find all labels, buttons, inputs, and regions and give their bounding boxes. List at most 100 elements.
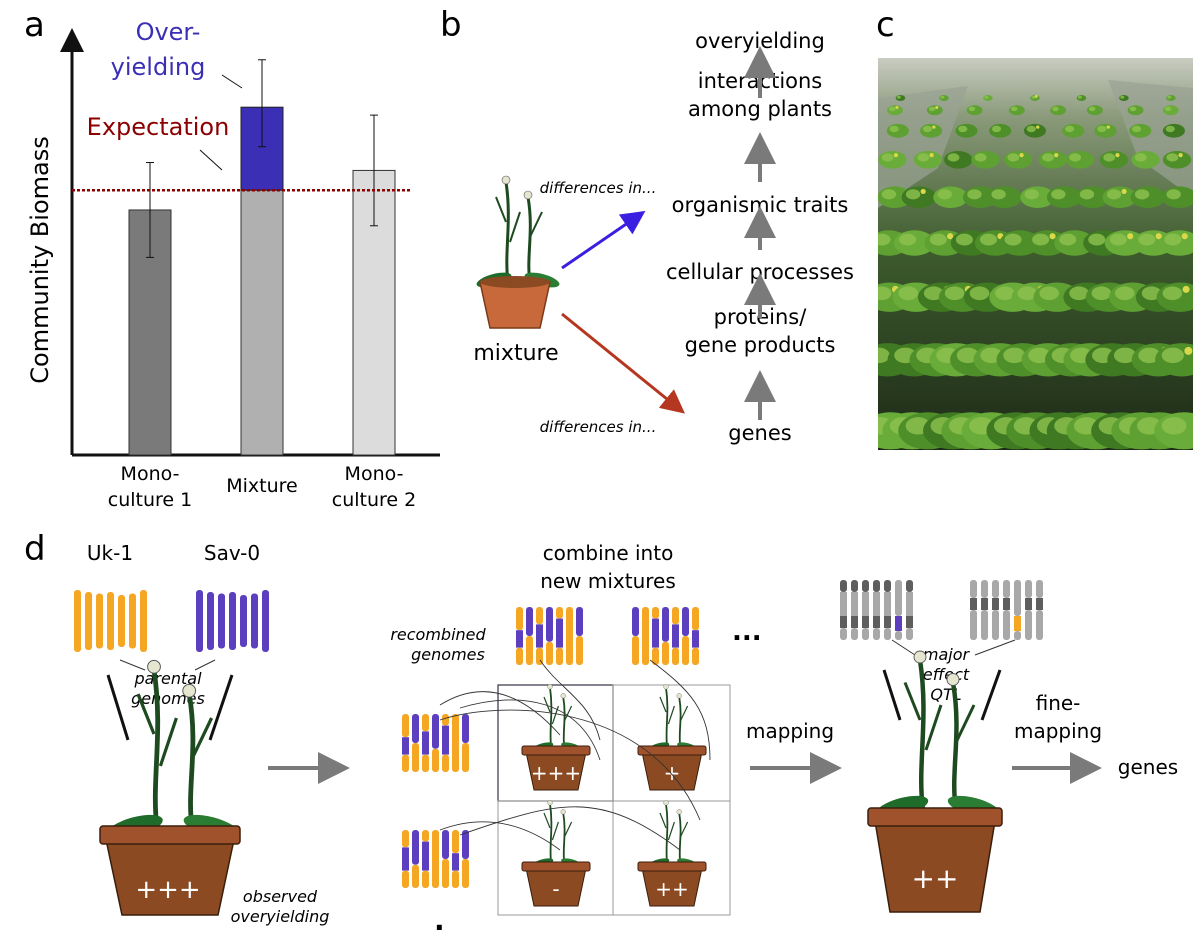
photo-leaf [1028, 347, 1051, 364]
grid-pot-3: ++ [637, 799, 707, 907]
photo-leaf [1039, 286, 1060, 301]
photo-leaf [889, 106, 896, 112]
photo-flower [1036, 125, 1040, 129]
pot-rim [521, 745, 591, 756]
photo-leaf [974, 153, 987, 162]
photo-leaf [1004, 233, 1022, 246]
recombined-chromosome [422, 731, 429, 755]
qtl-chromosome [992, 610, 999, 640]
chromosome [262, 590, 269, 652]
chromosome [129, 593, 136, 649]
dot: . [434, 904, 445, 931]
photo-leaf [1097, 125, 1107, 133]
qtl-chromosome [906, 616, 913, 628]
y-axis-label: Community Biomass [26, 136, 54, 383]
chromosome [96, 593, 103, 649]
category-label-2: culture 2 [332, 489, 416, 511]
pot-rim [637, 861, 707, 872]
photo-flower [1054, 152, 1059, 158]
panel-letter-d: d [24, 529, 46, 569]
recombined-chromosome [576, 607, 583, 636]
qtl-chromosome [840, 580, 847, 592]
recombined-chromosome [576, 636, 583, 665]
qtl-chromosome [884, 592, 891, 616]
recombined-chromosome [432, 714, 439, 749]
qtl-chromosome [1025, 598, 1032, 610]
level-label-1: among plants [688, 97, 832, 121]
category-label-2: Mono- [345, 463, 404, 485]
chromosome [218, 593, 225, 649]
recombined-chromosome [516, 607, 523, 631]
connectors [439, 659, 711, 851]
recombined-chromosome [632, 636, 639, 665]
photo-flower [1115, 152, 1120, 158]
qtl-chromosome [906, 628, 913, 640]
recombined-chromosome [692, 647, 699, 665]
recombined-chromosome [442, 714, 449, 726]
recombined-chromosome [526, 636, 533, 665]
photo-leaf [905, 189, 921, 200]
photo-leaf [955, 233, 973, 246]
photo-leaf [1059, 233, 1077, 246]
qtl-chromosome [851, 592, 858, 616]
photo-leaf [881, 153, 894, 162]
parental-genomes-label-1: parental [133, 669, 202, 688]
greenhouse-photo [878, 58, 1193, 450]
photo-leaf [995, 286, 1015, 301]
photo-leaf [991, 189, 1006, 200]
chromosome [85, 592, 92, 650]
recombined-chromosome [462, 859, 469, 888]
expectation-label: Expectation [87, 113, 230, 141]
photo-flower [947, 233, 954, 240]
fine-mapping-label-1: fine- [1036, 691, 1081, 715]
chromosome [240, 595, 247, 647]
photo-leaf [1088, 106, 1096, 112]
recombined-chromosome [442, 859, 449, 888]
recombined-chromosome [412, 830, 419, 865]
recombined-chromosome [412, 864, 419, 888]
qtl-chromosome [906, 592, 913, 616]
qtl-chromosome [895, 616, 902, 631]
final-pot [867, 651, 1002, 913]
parent1-label: Uk-1 [87, 541, 133, 565]
photo-leaf [984, 95, 989, 99]
photo-flower [895, 106, 899, 110]
observed-label-1: observed [243, 887, 318, 906]
photo-leaf [1051, 189, 1066, 200]
final-pot-score: ++ [912, 862, 959, 895]
qtl-chromosome [862, 592, 869, 616]
recombined-chromosome [452, 830, 459, 854]
recombined-chromosome [536, 607, 543, 625]
recombined-chromosome [516, 630, 523, 648]
category-label-1: Mixture [226, 475, 298, 497]
recombined-chromosome [682, 607, 689, 636]
photo-leaf [1164, 106, 1172, 112]
photo-leaf [1161, 417, 1187, 435]
recombined-chromosome [652, 618, 659, 648]
recombined-chromosome [652, 607, 659, 619]
photo-leaf [928, 106, 936, 112]
photo-flower [1127, 233, 1134, 240]
plant [646, 683, 700, 754]
photo-leaf [1064, 125, 1075, 133]
photo-leaf [1114, 286, 1135, 301]
photo-leaf [1166, 189, 1181, 200]
qtl-chromosome [884, 628, 891, 640]
photo-leaf [1129, 106, 1137, 112]
genes-label: genes [1118, 755, 1178, 779]
recombined-chromosome [402, 714, 409, 738]
parental-genome-orange [74, 590, 147, 652]
photo-flower [1182, 285, 1190, 293]
recombined-chromosome [402, 847, 409, 871]
qtl-chromosome [970, 580, 977, 598]
qtl-chromosome [840, 628, 847, 640]
qtl-chromosome [851, 616, 858, 628]
pot-score: ++ [655, 877, 689, 901]
recombined-chromosome [432, 748, 439, 772]
photo-leaf [1031, 95, 1036, 99]
photo-leaf [929, 233, 947, 246]
mixture-label: mixture [473, 341, 558, 366]
recombined-chromosome [516, 647, 523, 665]
ellipsis: ... [732, 617, 762, 647]
